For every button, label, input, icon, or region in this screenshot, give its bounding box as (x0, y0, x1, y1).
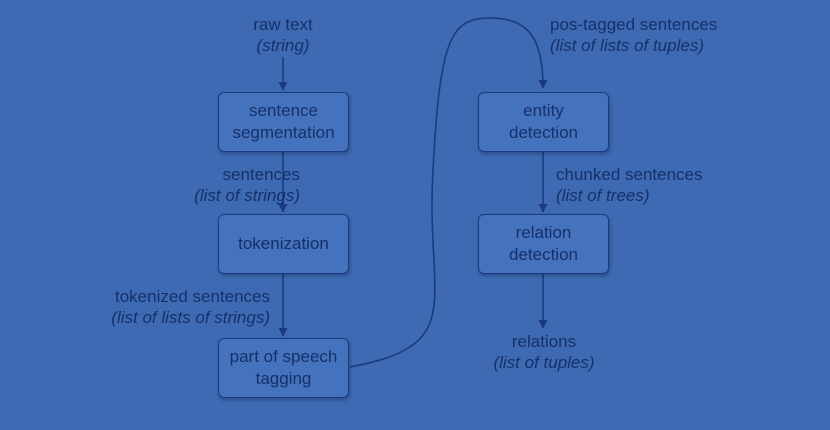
arrow-pos-tagging-to-entity-detection (349, 17, 548, 368)
box-line: entity (523, 101, 564, 120)
tokenized-sentences-label: tokenized sentences (list of lists of st… (90, 286, 270, 328)
label-type: (list of trees) (556, 186, 650, 205)
relation-detection-box: relation detection (478, 214, 609, 274)
chunked-sentences-label: chunked sentences (list of trees) (556, 164, 736, 206)
label-type: (list of strings) (194, 186, 300, 205)
pos-tagged-sentences-label: pos-tagged sentences (list of lists of t… (550, 14, 750, 56)
label-type: (list of lists of strings) (111, 308, 270, 327)
box-line: tokenization (238, 234, 329, 253)
box-line: detection (509, 123, 578, 142)
label-name: pos-tagged sentences (550, 15, 718, 34)
label-name: relations (511, 332, 577, 351)
label-name: sentences (222, 165, 301, 184)
sentence-segmentation-box: sentence segmentation (218, 92, 349, 152)
box-line: segmentation (232, 123, 335, 142)
label-type: (list of tuples) (493, 353, 595, 372)
box-line: detection (509, 245, 578, 264)
sentences-label: sentences (list of strings) (140, 164, 300, 206)
label-name: tokenized sentences (115, 287, 270, 306)
box-line: sentence (248, 101, 318, 120)
box-line: part of speech (229, 347, 338, 366)
relations-label: relations (list of tuples) (464, 331, 624, 373)
box-line: tagging (255, 369, 312, 388)
label-name: raw text (253, 15, 313, 34)
label-type: (list of lists of tuples) (550, 36, 704, 55)
box-line: relation (515, 223, 572, 242)
entity-detection-box: entity detection (478, 92, 609, 152)
part-of-speech-tagging-box: part of speech tagging (218, 338, 349, 398)
label-name: chunked sentences (556, 165, 703, 184)
tokenization-box: tokenization (218, 214, 349, 274)
raw-text-label: raw text (string) (203, 14, 363, 56)
label-type: (string) (256, 36, 310, 55)
